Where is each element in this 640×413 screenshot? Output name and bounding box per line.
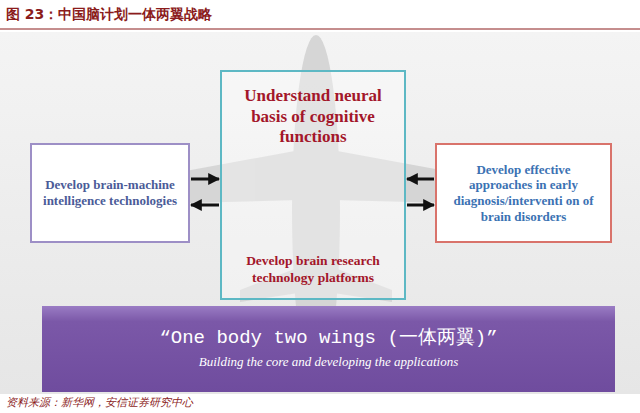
flow-arrow	[407, 178, 434, 181]
title-rule	[0, 29, 640, 30]
flow-arrow	[191, 204, 219, 207]
flow-arrow	[407, 204, 434, 207]
core-heading: Understand neural basis of cognitive fun…	[230, 86, 396, 148]
core-box: Understand neural basis of cognitive fun…	[220, 70, 406, 300]
wing-text: Develop effective approaches in early di…	[445, 162, 602, 224]
wing-box: Develop brain-machine intelligence techn…	[30, 143, 190, 243]
motto-band: “One body two wings (一体两翼)”Building the …	[42, 306, 615, 392]
source-caption: 资料来源：新华网，安信证券研究中心	[6, 396, 193, 410]
motto-text: “One body two wings (一体两翼)”	[159, 326, 497, 352]
core-subheading: Develop brain research technology platfo…	[230, 253, 396, 286]
picture-ground	[0, 32, 640, 394]
wing-box: Develop effective approaches in early di…	[435, 143, 612, 243]
motto-subtext: Building the core and developing the app…	[199, 352, 458, 372]
wing-text: Develop brain-machine intelligence techn…	[40, 177, 180, 208]
figure-title: 图 23：中国脑计划一体两翼战略	[6, 6, 212, 24]
flow-arrow	[191, 178, 219, 181]
